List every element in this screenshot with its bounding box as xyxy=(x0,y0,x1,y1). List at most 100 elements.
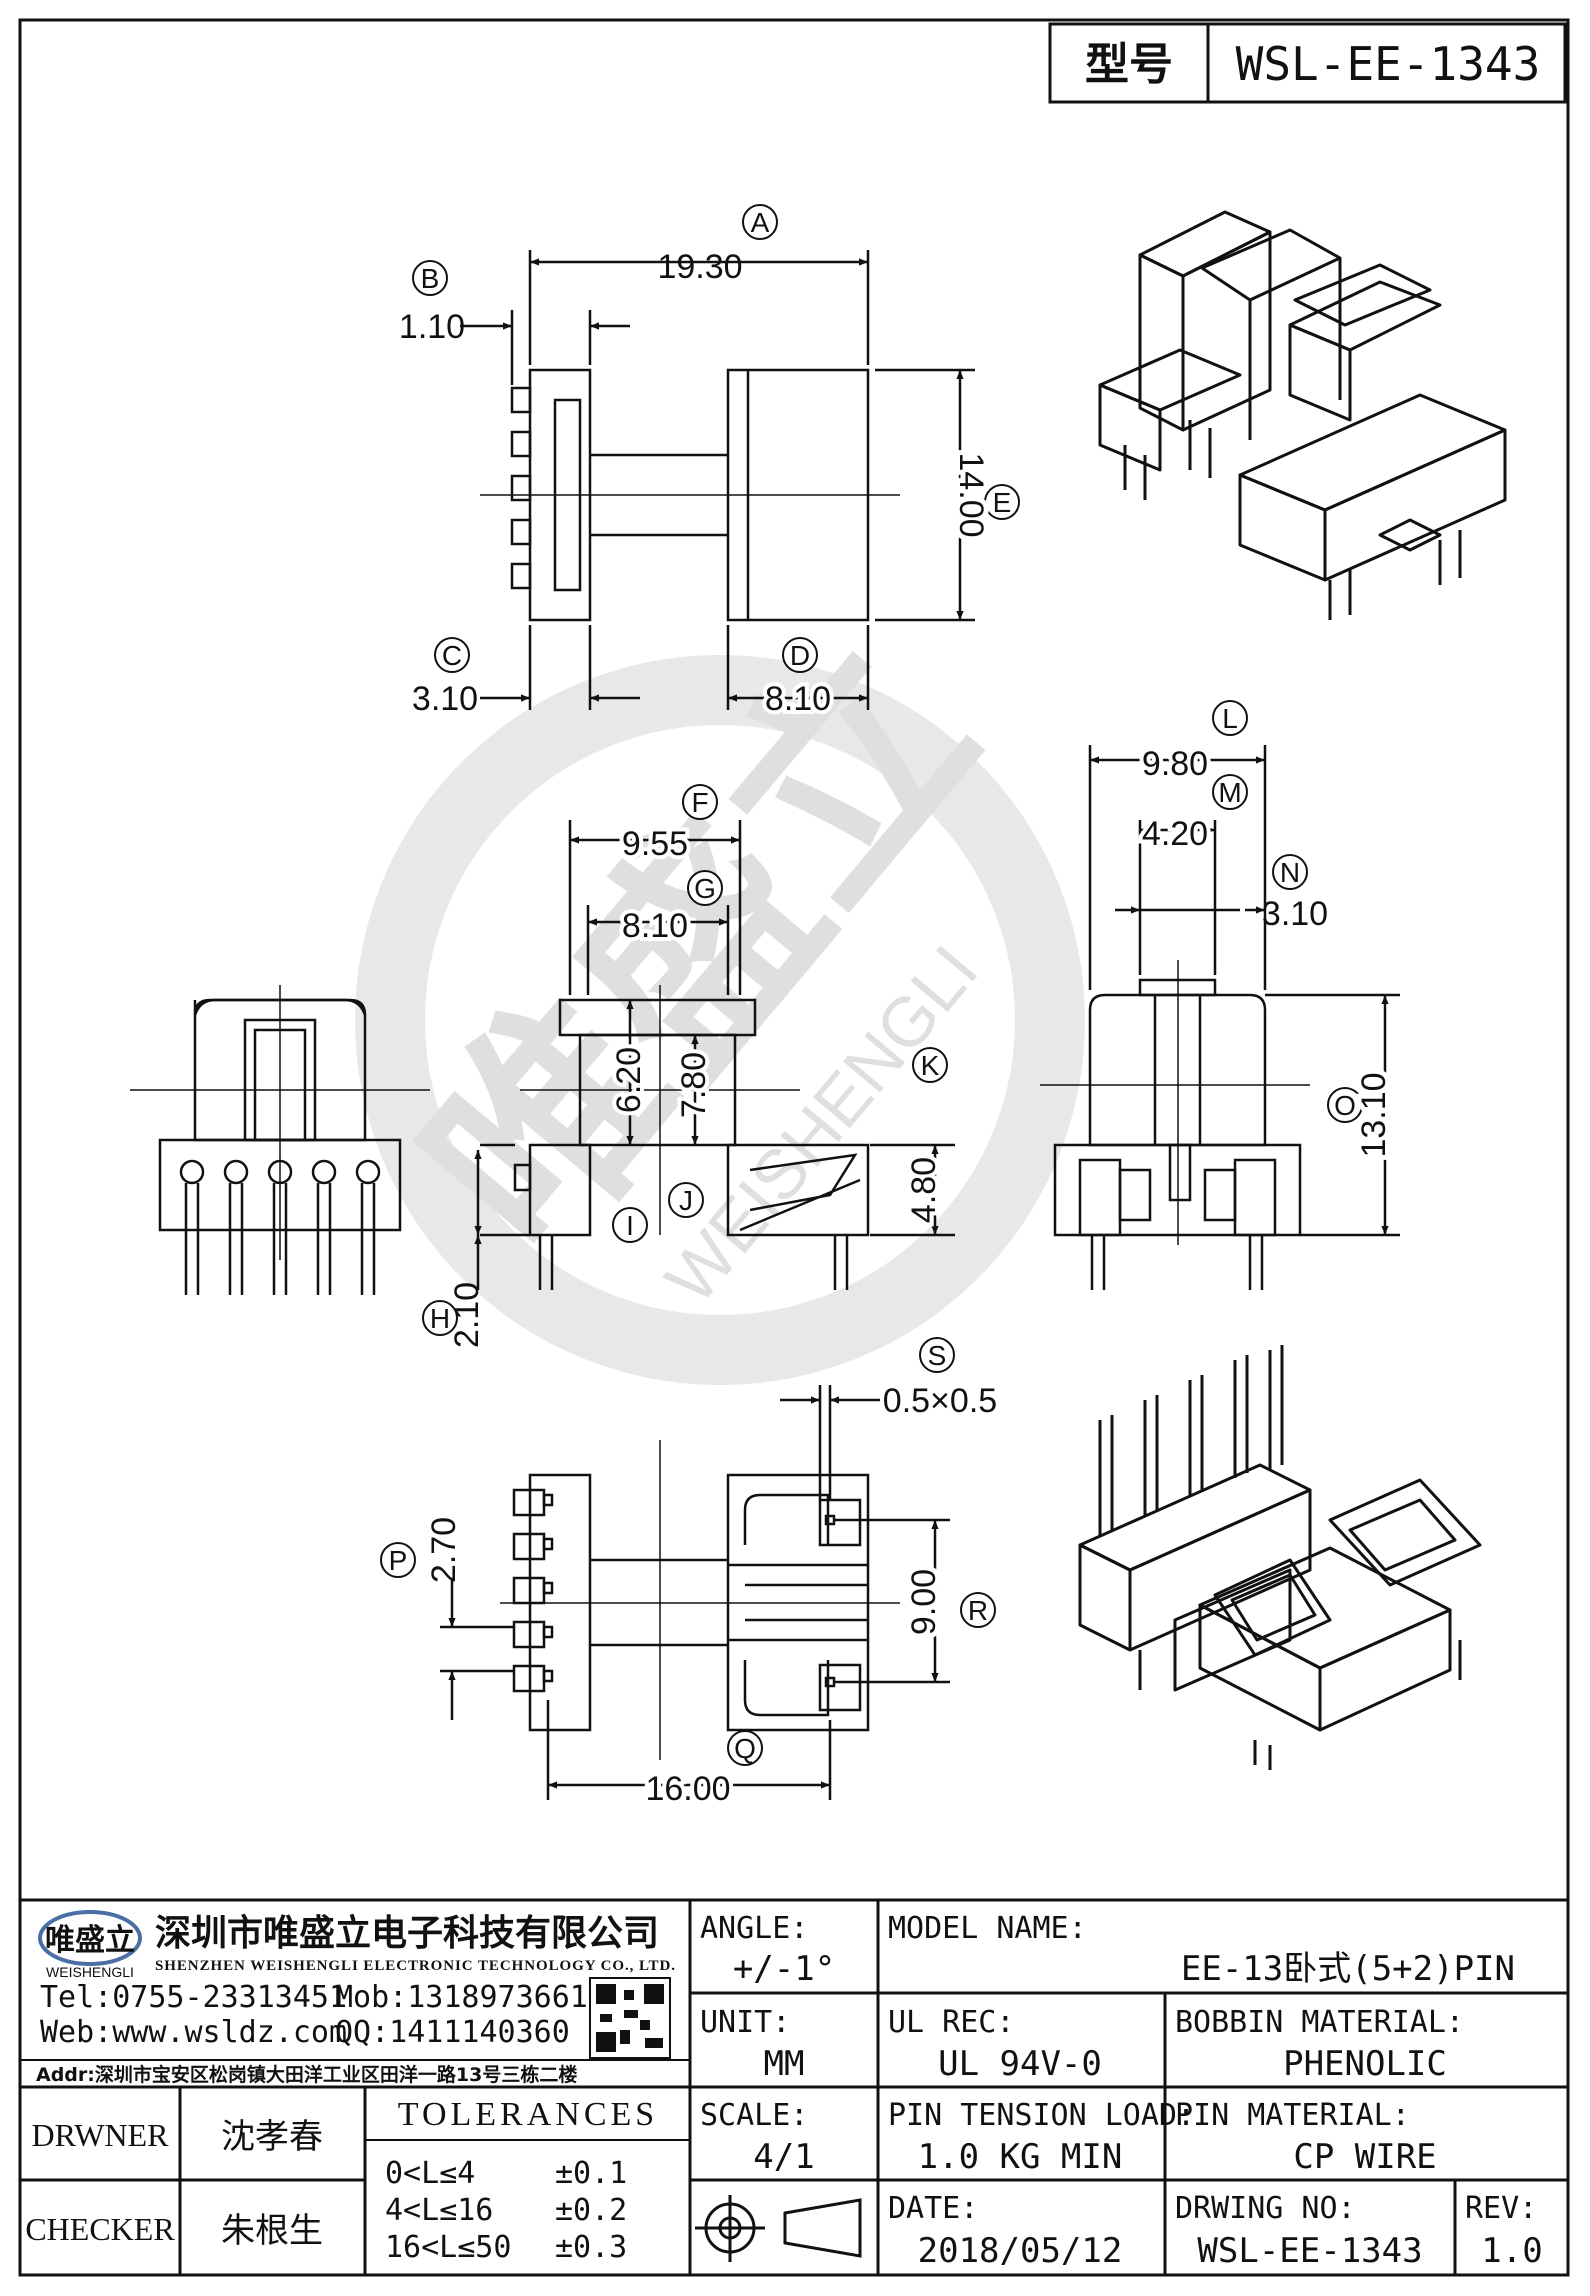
dim-j-letter: J xyxy=(679,1185,693,1216)
date-value: 2018/05/12 xyxy=(918,2231,1123,2271)
drawing-no-label: DRWING NO: xyxy=(1175,2191,1356,2226)
dim-q-marker xyxy=(727,1730,763,1766)
company-address: Addr:深圳市宝安区松岗镇大田洋工业区田洋一路13号三栋二楼 xyxy=(36,2063,577,2086)
dim-b-value: 1.10 xyxy=(399,308,465,346)
dim-c-letter: C xyxy=(442,640,462,671)
scale-label: SCALE: xyxy=(700,2098,808,2133)
date-label: DATE: xyxy=(888,2191,978,2226)
projection-symbol xyxy=(695,2195,862,2262)
dim-o-letter: O xyxy=(1334,1090,1356,1121)
dim-e-marker xyxy=(984,484,1020,520)
pin-material-label: PIN MATERIAL: xyxy=(1175,2098,1410,2133)
company-block: 唯盛立 WEISHENGLI 深圳市唯盛立电子科技有限公司 SHENZHEN W… xyxy=(20,1910,690,2086)
company-tel: Tel:0755-23313451 xyxy=(40,1980,347,2015)
dim-h-letter: H xyxy=(430,1303,450,1334)
pin-material-value: CP WIRE xyxy=(1293,2137,1436,2177)
isometric-view-bottom xyxy=(1078,1345,1482,1770)
sheet-border xyxy=(18,18,1570,2277)
side-view-center xyxy=(474,820,955,1290)
dim-b-letter: B xyxy=(421,263,440,294)
rev-value: 1.0 xyxy=(1481,2231,1542,2271)
unit-label: UNIT: xyxy=(700,2005,790,2040)
top-view-labels: A 19.30 B 1.10 C 3.10 D 8.10 E 14.00 xyxy=(399,204,1020,722)
dim-b-marker xyxy=(412,260,448,296)
title-block-texts: ANGLE: +/-1° MODEL NAME: EE-13卧式(5+2)PIN… xyxy=(25,1911,1542,2271)
qr-code xyxy=(589,1977,671,2059)
company-name-cn: 深圳市唯盛立电子科技有限公司 xyxy=(155,1913,659,1954)
dim-a-letter: A xyxy=(751,207,770,238)
scale-value: 4/1 xyxy=(753,2137,814,2177)
dim-k-marker xyxy=(912,1047,948,1083)
pin-tension-value: 1.0 KG MIN xyxy=(918,2137,1123,2177)
dim-h-marker xyxy=(422,1300,458,1336)
drawing-no-value: WSL-EE-1343 xyxy=(1197,2231,1422,2271)
checker-label: CHECKER xyxy=(25,2211,175,2247)
dim-a-marker xyxy=(742,204,778,240)
model-label: MODEL NAME: xyxy=(888,1911,1087,1946)
angle-label: ANGLE: xyxy=(700,1911,808,1946)
dim-q-letter: Q xyxy=(734,1733,756,1764)
isometric-view-top xyxy=(1098,210,1507,620)
dim-j-value: 7.80 xyxy=(675,1052,713,1118)
ul-value: UL 94V-0 xyxy=(938,2044,1102,2084)
tol-row-2-range: 4<L≤16 xyxy=(385,2193,493,2228)
ul-label: UL REC: xyxy=(888,2005,1014,2040)
dim-m-letter: M xyxy=(1218,777,1241,808)
dim-g-value: 8.10 xyxy=(622,907,688,945)
dim-f-value: 9.55 xyxy=(622,825,688,863)
dim-h-value: 2.10 xyxy=(448,1282,486,1348)
company-web: Web:www.wsldz.com xyxy=(40,2015,347,2050)
model-value: EE-13卧式(5+2)PIN xyxy=(1181,1949,1515,1989)
dim-p-marker xyxy=(380,1542,416,1578)
dim-f-letter: F xyxy=(691,787,708,818)
tol-row-1-tol: ±0.1 xyxy=(555,2156,627,2191)
tol-row-3-range: 16<L≤50 xyxy=(385,2230,511,2265)
company-logo: 唯盛立 WEISHENGLI xyxy=(38,1910,142,1980)
dim-n-marker xyxy=(1272,854,1308,890)
dim-r-letter: R xyxy=(968,1595,988,1626)
checker-name: 朱根生 xyxy=(221,2211,323,2251)
dim-s-value: 0.5×0.5 xyxy=(883,1382,997,1420)
company-name-en: SHENZHEN WEISHENGLI ELECTRONIC TECHNOLOG… xyxy=(155,1958,675,1974)
bobbin-label: BOBBIN MATERIAL: xyxy=(1175,2005,1464,2040)
bottom-view xyxy=(440,1385,950,1800)
unit-value: MM xyxy=(764,2044,805,2084)
tol-row-2-tol: ±0.2 xyxy=(555,2193,627,2228)
dim-i-value: 6.20 xyxy=(610,1047,648,1113)
top-view xyxy=(460,250,975,710)
angle-value: +/-1° xyxy=(733,1949,835,1989)
dim-c-value: 3.10 xyxy=(412,680,478,718)
side-view-center-labels: F 9.55 G 8.10 6.20 7.80 I J K 4.80 H 2.1… xyxy=(422,784,948,1348)
company-qq: QQ:1411140360 xyxy=(335,2015,570,2050)
pin-tension-label: PIN TENSION LOAD: xyxy=(888,2098,1195,2133)
dim-d-value: 8.10 xyxy=(765,680,831,718)
side-view-right xyxy=(1040,745,1400,1290)
side-view-right-labels: L 9.80 M 4.20 N 3.10 O 13.10 xyxy=(1138,700,1398,1163)
dim-i-marker xyxy=(612,1207,648,1243)
header-part-box: 型号 WSL-EE-1343 xyxy=(1048,22,1567,104)
company-logo-text: 唯盛立 xyxy=(45,1923,135,1958)
dim-e-letter: E xyxy=(993,487,1012,518)
dim-n-letter: N xyxy=(1280,857,1300,888)
dim-l-letter: L xyxy=(1222,703,1238,734)
dim-n-value: 3.10 xyxy=(1262,895,1328,933)
dim-o-marker xyxy=(1327,1087,1363,1123)
dim-k-letter: K xyxy=(921,1050,940,1081)
drawer-name: 沈孝春 xyxy=(221,2117,323,2157)
dim-r-value: 9.00 xyxy=(905,1569,943,1635)
company-logo-sub: WEISHENGLI xyxy=(46,1964,134,1980)
dim-g-letter: G xyxy=(694,873,716,904)
dim-g-marker xyxy=(687,870,723,906)
dim-i-letter: I xyxy=(626,1210,634,1241)
side-view-left xyxy=(130,985,430,1295)
dim-c-marker xyxy=(434,637,470,673)
dim-l-value: 9.80 xyxy=(1142,745,1208,783)
tol-row-3-tol: ±0.3 xyxy=(555,2230,627,2265)
header-label: 型号 xyxy=(1085,39,1173,90)
bobbin-value: PHENOLIC xyxy=(1283,2044,1447,2084)
dim-o-value: 13.10 xyxy=(1355,1072,1393,1157)
dim-m-value: 4.20 xyxy=(1142,815,1208,853)
tol-row-1-range: 0<L≤4 xyxy=(385,2156,475,2191)
dim-d-marker xyxy=(782,637,818,673)
